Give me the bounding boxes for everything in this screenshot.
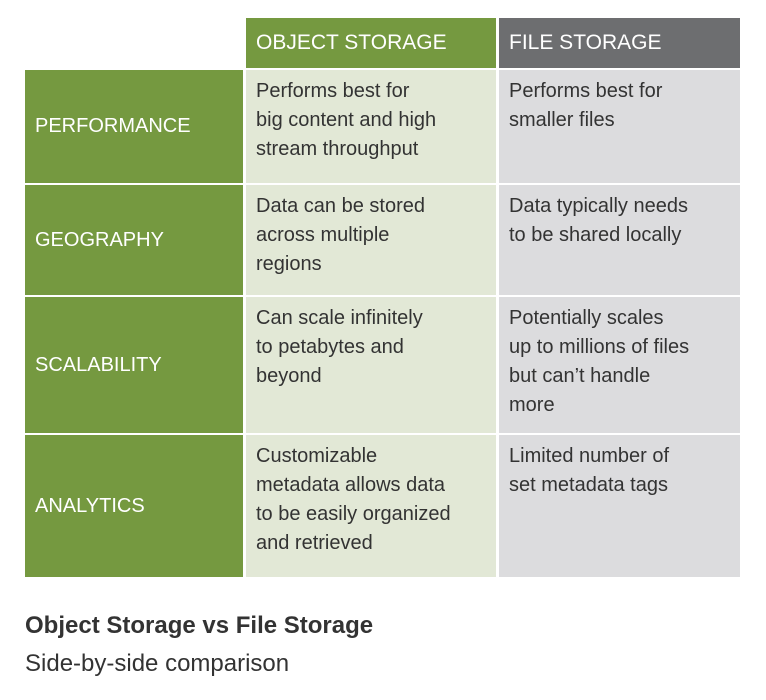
file-cell: Limited number of set metadata tags [499, 435, 740, 577]
object-cell: Customizable metadata allows data to be … [246, 435, 496, 577]
object-cell: Can scale infinitely to petabytes and be… [246, 297, 496, 433]
header-file-storage: FILE STORAGE [499, 18, 740, 68]
file-cell: Data typically needs to be shared locall… [499, 185, 740, 295]
row-label-performance: PERFORMANCE [25, 70, 243, 183]
header-corner [25, 18, 243, 68]
file-cell: Performs best for smaller files [499, 70, 740, 183]
table-row: ANALYTICS Customizable metadata allows d… [25, 435, 740, 577]
row-label-geography: GEOGRAPHY [25, 185, 243, 295]
file-cell: Potentially scales up to millions of fil… [499, 297, 740, 433]
header-object-storage: OBJECT STORAGE [246, 18, 496, 68]
header-row: OBJECT STORAGE FILE STORAGE [25, 18, 740, 68]
caption-subtitle: Side-by-side comparison [25, 650, 290, 677]
object-cell: Performs best for big content and high s… [246, 70, 496, 183]
table-row: GEOGRAPHY Data can be stored across mult… [25, 185, 740, 295]
table-row: PERFORMANCE Performs best for big conten… [25, 70, 740, 183]
object-cell: Data can be stored across multiple regio… [246, 185, 496, 295]
table-row: SCALABILITY Can scale infinitely to peta… [25, 297, 740, 433]
caption-title: Object Storage vs File Storage [25, 612, 374, 639]
row-label-analytics: ANALYTICS [25, 435, 243, 577]
row-label-scalability: SCALABILITY [25, 297, 243, 433]
comparison-table: OBJECT STORAGE FILE STORAGE PERFORMANCE … [25, 18, 740, 579]
